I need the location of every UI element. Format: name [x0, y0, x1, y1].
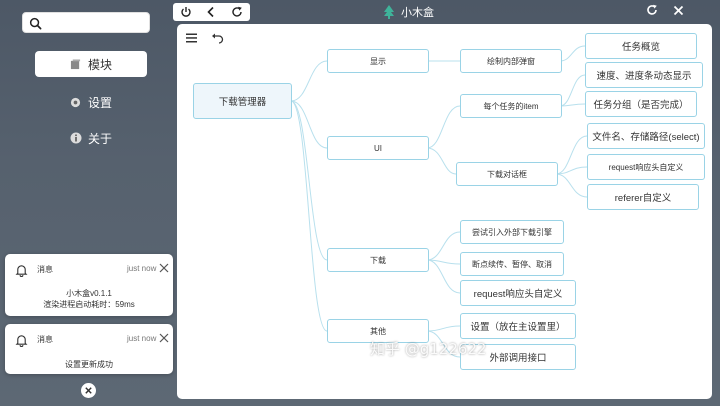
notification-title: 消息 — [37, 265, 53, 274]
mindmap-node-try-engine[interactable]: 尝试引入外部下载引擎 — [460, 220, 564, 244]
notification-time: just now — [127, 334, 157, 343]
close-window-button[interactable] — [671, 3, 685, 17]
info-icon — [70, 132, 82, 144]
titlebar-right-controls — [645, 3, 685, 17]
back-button[interactable] — [204, 5, 218, 19]
sidebar-item-label: 模块 — [87, 57, 112, 72]
mindmap-node-filename-path[interactable]: 文件名、存储路径(select) — [587, 123, 705, 149]
mindmap-node-request-header[interactable]: request响应头自定义 — [460, 280, 576, 306]
notification-body: 小木盒v0.1.1 渲染进程启动耗时：59ms — [5, 288, 173, 310]
reload-icon — [647, 4, 657, 15]
notification-card: 消息 just now 小木盒v0.1.1 渲染进程启动耗时：59ms — [5, 254, 173, 316]
notification-line: 渲染进程启动耗时：59ms — [43, 300, 135, 309]
sidebar-item-label: 设置 — [87, 95, 112, 110]
notification-card: 消息 just now 设置更新成功 — [5, 324, 173, 374]
mindmap-root-node[interactable]: 下载管理器 — [193, 83, 292, 119]
back-icon — [207, 6, 215, 18]
main-window: 小木盒 — [173, 0, 720, 406]
tree-icon — [384, 5, 394, 19]
close-icon[interactable] — [159, 333, 169, 343]
watermark-text: 知乎 @g122622 — [370, 340, 487, 358]
notification-title: 消息 — [37, 335, 53, 344]
mindmap-node-ui[interactable]: UI — [327, 136, 429, 160]
mindmap-node-task-overview[interactable]: 任务概览 — [585, 33, 697, 59]
mindmap-node-referer-custom[interactable]: referer自定义 — [587, 184, 699, 210]
mindmap-node-draw-popup[interactable]: 绘制内部弹窗 — [460, 49, 562, 73]
mindmap-node-external-api[interactable]: 外部调用接口 — [460, 344, 576, 370]
notification-line: 设置更新成功 — [65, 360, 113, 369]
window-title: 小木盒 — [401, 7, 434, 19]
sidebar-item-modules[interactable]: 模块 — [35, 51, 147, 77]
mindmap-node-speed-progress[interactable]: 速度、进度条动态显示 — [585, 62, 703, 88]
close-icon[interactable] — [159, 263, 169, 273]
refresh-icon — [232, 6, 242, 17]
mindmap-node-download-dialog[interactable]: 下载对话框 — [456, 162, 558, 186]
titlebar-controls — [173, 3, 250, 21]
search-box[interactable] — [22, 12, 150, 33]
notification-time: just now — [127, 264, 157, 273]
mindmap-node-settings-main[interactable]: 设置（放在主设置里） — [460, 313, 576, 339]
mindmap-node-request-custom[interactable]: request响应头自定义 — [587, 154, 705, 180]
power-button[interactable] — [179, 5, 193, 19]
mindmap-connectors — [290, 45, 588, 358]
gear-icon — [70, 96, 82, 108]
bell-icon — [15, 335, 28, 347]
undo-icon[interactable] — [211, 32, 225, 44]
search-input[interactable] — [47, 15, 145, 31]
reload-button[interactable] — [645, 3, 659, 17]
mindmap-node-display[interactable]: 显示 — [327, 49, 429, 73]
cube-icon — [70, 58, 82, 70]
mindmap-canvas[interactable]: 下载管理器 显示 UI 下载 其他 绘制内部弹窗 每个任务的item 下载对话框… — [177, 24, 712, 399]
mindmap-node-each-item[interactable]: 每个任务的item — [460, 94, 562, 118]
menu-icon[interactable] — [185, 32, 199, 44]
mindmap-node-download[interactable]: 下载 — [327, 248, 429, 272]
sidebar-item-settings[interactable]: 设置 — [35, 89, 147, 115]
bell-icon — [15, 265, 28, 277]
notification-body: 设置更新成功 — [5, 359, 173, 370]
mindmap-node-resume[interactable]: 断点续传、暂停、取消 — [460, 252, 564, 276]
notification-line: 小木盒v0.1.1 — [66, 289, 112, 298]
close-icon — [673, 5, 683, 15]
power-icon — [181, 7, 191, 17]
search-icon — [29, 17, 42, 30]
clear-notifications-button[interactable] — [81, 383, 96, 398]
mindmap-node-task-group[interactable]: 任务分组（是否完成） — [585, 91, 697, 117]
mindmap-node-other[interactable]: 其他 — [327, 319, 429, 343]
refresh-button[interactable] — [230, 5, 244, 19]
sidebar-item-label: 关于 — [87, 131, 112, 146]
app-title: 小木盒 — [383, 4, 434, 20]
close-circle-icon — [85, 387, 92, 394]
sidebar-item-about[interactable]: 关于 — [35, 125, 147, 151]
